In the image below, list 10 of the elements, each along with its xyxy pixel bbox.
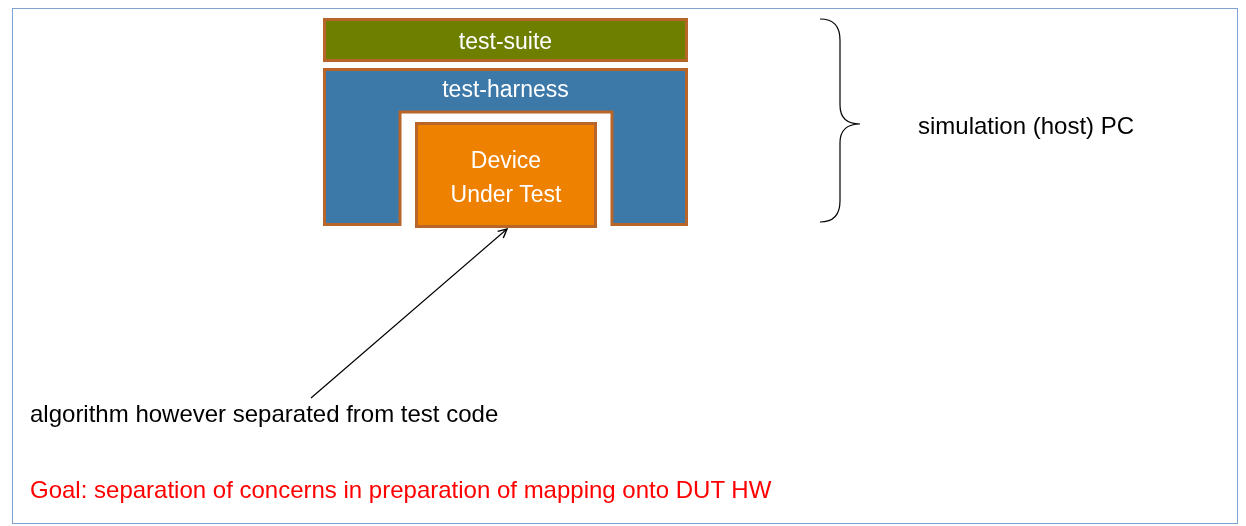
annotation-text: algorithm however separated from test code xyxy=(30,396,499,432)
leader-arrow xyxy=(310,228,508,399)
block-label: test-suite xyxy=(457,27,554,56)
goal-note: Goal: separation of concerns in preparation of mapping onto DUT HW xyxy=(30,476,772,504)
device-block xyxy=(415,122,597,228)
block-label: test-harness xyxy=(441,75,570,104)
test-suite-block xyxy=(323,18,688,62)
block-label: Device Under Test xyxy=(449,146,563,209)
test-harness-block xyxy=(323,68,688,226)
bracket-caption: simulation (host) PC xyxy=(918,112,1135,140)
